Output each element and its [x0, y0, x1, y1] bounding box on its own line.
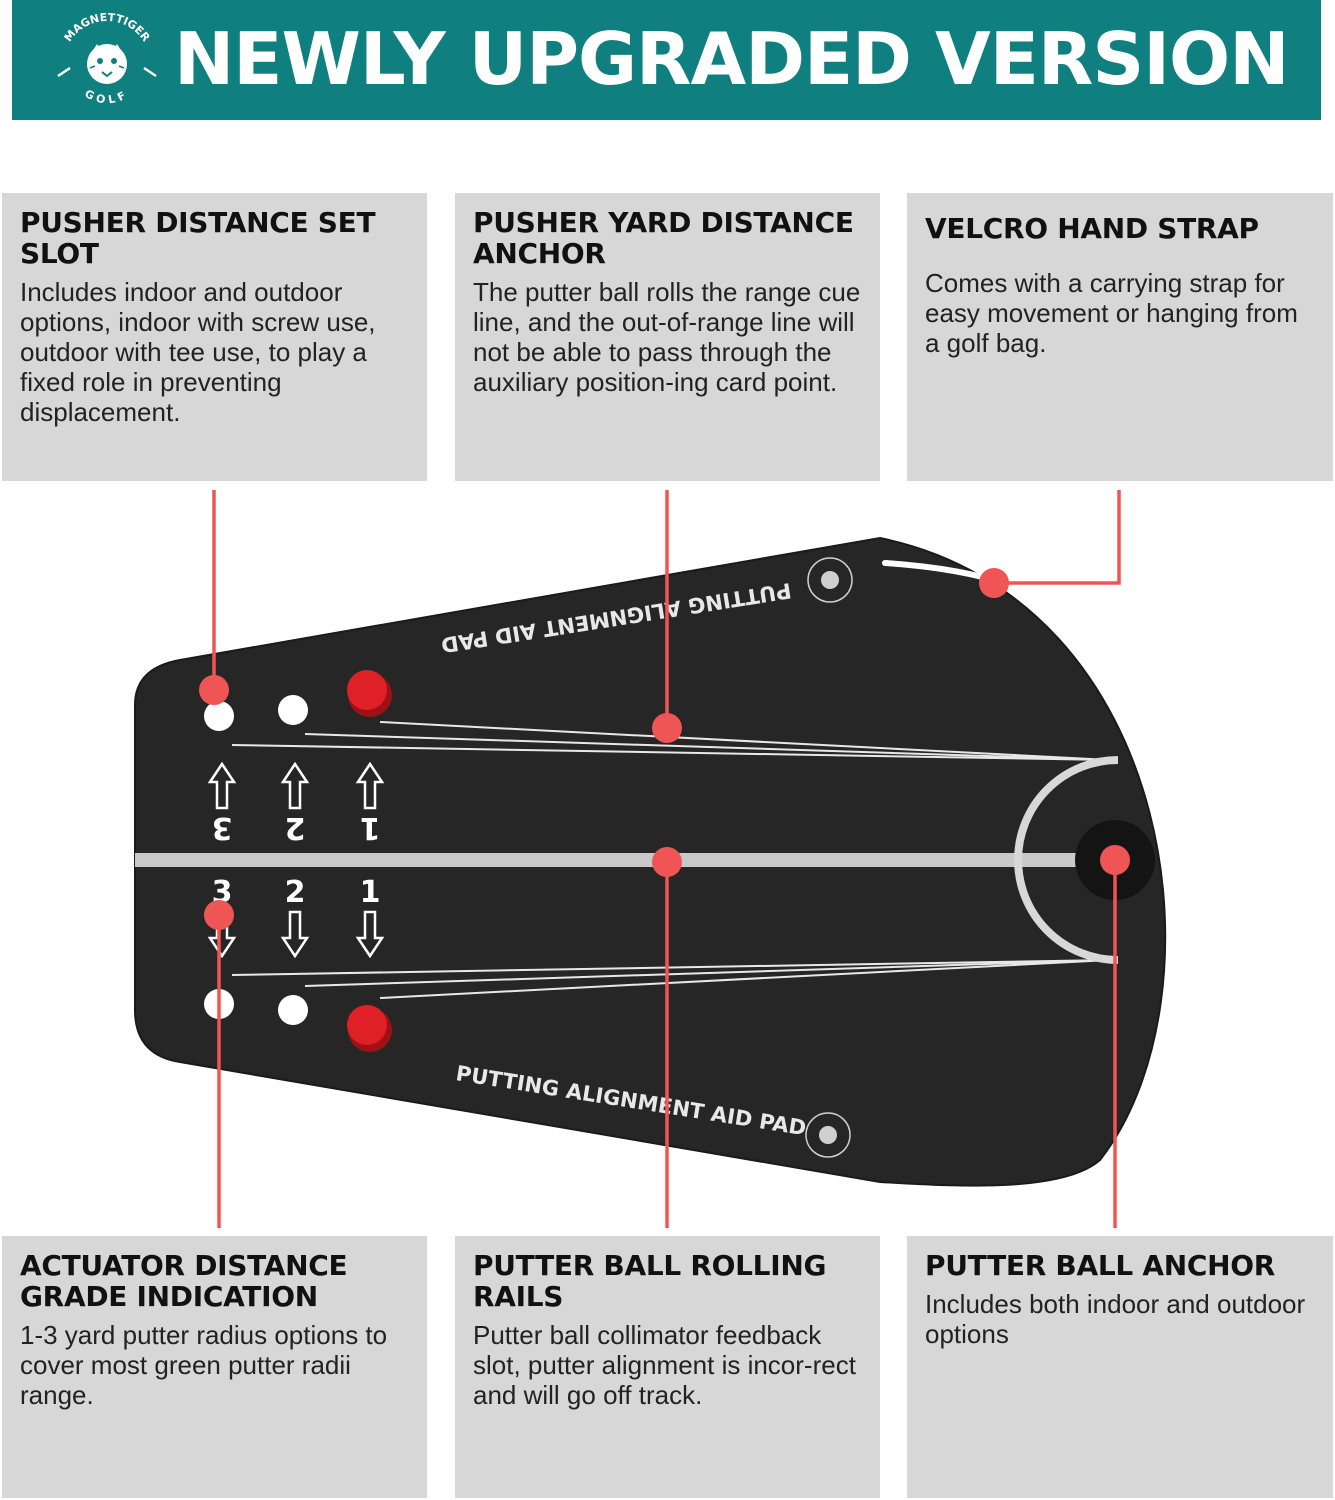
svg-text:GOLF: GOLF	[83, 87, 132, 107]
guide-rails	[231, 721, 1111, 999]
callout-dots	[199, 568, 1130, 930]
distance-mark-1: 1	[360, 810, 381, 845]
tiger-logo-icon: MAGNETTIGER GOLF	[57, 11, 157, 107]
feature-card-pusher-yard-distance-anchor: PUSHER YARD DISTANCE ANCHOR The putter b…	[455, 193, 880, 481]
distance-arrows-top	[207, 761, 385, 810]
red-pegs	[347, 670, 392, 1052]
feature-title: PUTTER BALL ROLLING RAILS	[473, 1249, 827, 1313]
pad-logo-bottom-icon	[805, 1112, 851, 1158]
center-rail	[135, 853, 1087, 867]
feature-card-velcro-hand-strap: VELCRO HAND STRAP Comes with a carrying …	[907, 193, 1333, 481]
feature-title: PUTTER BALL ANCHOR	[925, 1249, 1276, 1282]
distance-marks-top: 3 2 1	[212, 810, 381, 845]
feature-title: PUSHER DISTANCE SET SLOT	[20, 206, 376, 270]
distance-mark-3: 3	[212, 810, 233, 845]
putting-pad	[134, 536, 1167, 1187]
distance-mark-2: 2	[285, 810, 306, 845]
callout-lines	[212, 490, 1121, 1228]
feature-description: Includes both indoor and outdoor options	[925, 1289, 1306, 1349]
banner-title: NEWLY UPGRADED VERSION	[174, 17, 1289, 101]
distance-marks-bottom: 3 2 1	[212, 875, 381, 910]
feature-card-putter-ball-anchor: PUTTER BALL ANCHOR Includes both indoor …	[907, 1236, 1333, 1498]
feature-title: ACTUATOR DISTANCE GRADE INDICATION	[20, 1249, 348, 1313]
feature-description: Putter ball collimator feedback slot, pu…	[473, 1320, 856, 1410]
target-arc	[1014, 756, 1119, 964]
pad-logo-top-icon	[807, 557, 853, 603]
feature-title: VELCRO HAND STRAP	[925, 212, 1259, 245]
ball-anchor-hole	[1075, 820, 1155, 900]
strap-slot	[882, 560, 1013, 588]
distance-slots	[204, 695, 308, 1025]
feature-description: 1-3 yard putter radius options to cover …	[20, 1320, 388, 1410]
feature-card-actuator-distance-grade: ACTUATOR DISTANCE GRADE INDICATION 1-3 y…	[2, 1236, 427, 1498]
distance-mark-3: 3	[212, 875, 233, 910]
feature-card-putter-ball-rolling-rails: PUTTER BALL ROLLING RAILS Putter ball co…	[455, 1236, 880, 1498]
feature-title: PUSHER YARD DISTANCE ANCHOR	[473, 206, 854, 270]
feature-card-pusher-distance-set-slot: PUSHER DISTANCE SET SLOT Includes indoor…	[2, 193, 427, 481]
distance-mark-1: 1	[360, 875, 381, 910]
feature-description: The putter ball rolls the range cue line…	[473, 277, 861, 397]
feature-description: Includes indoor and outdoor options, ind…	[20, 277, 376, 427]
distance-arrows-bottom	[207, 910, 385, 959]
header-banner: MAGNETTIGER GOLF NEWLY UPGRADED VERSION	[12, 0, 1321, 120]
pad-label-top: PUTTING ALIGNMENT AID PAD	[439, 578, 793, 657]
distance-mark-2: 2	[285, 875, 306, 910]
feature-description: Comes with a carrying strap for easy mov…	[925, 268, 1298, 358]
pad-label-bottom: PUTTING ALIGNMENT AID PAD	[454, 1061, 808, 1140]
svg-text:MAGNETTIGER: MAGNETTIGER	[62, 11, 153, 45]
